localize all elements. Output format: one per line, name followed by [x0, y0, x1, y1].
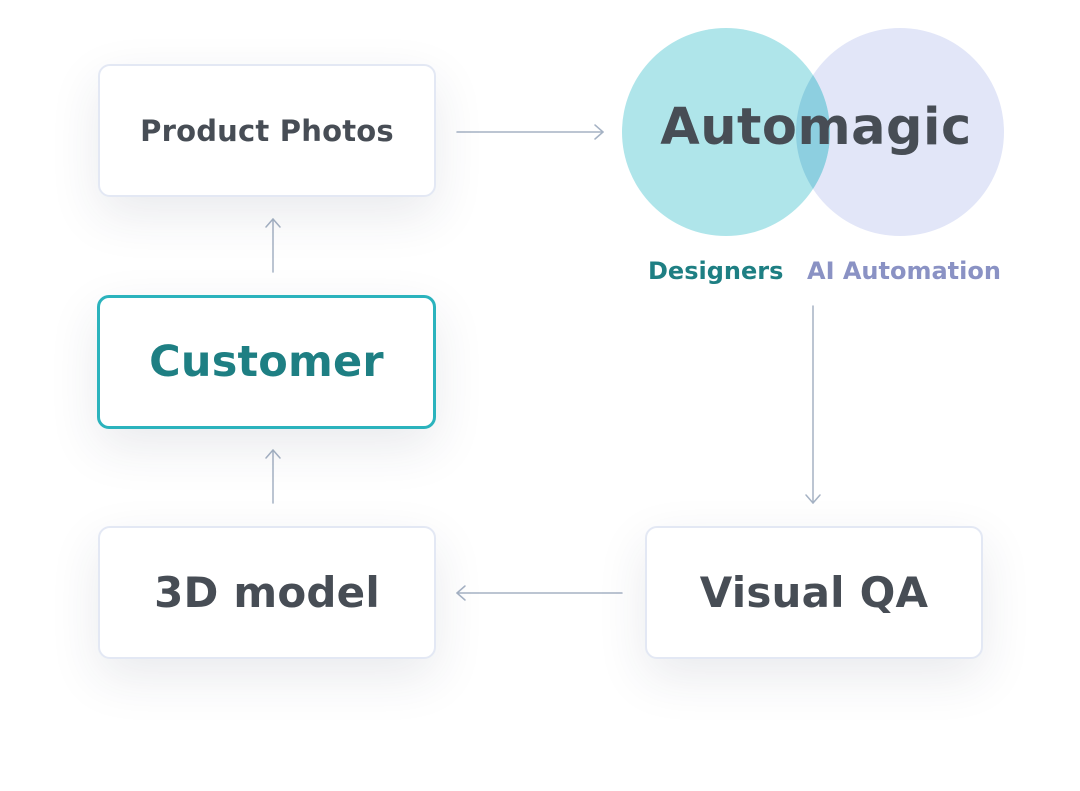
node-customer: Customer	[97, 295, 436, 429]
arrow-automagic-to-visual-qa	[805, 305, 821, 504]
arrow-3d-model-to-customer	[265, 449, 281, 504]
arrow-customer-to-photos	[265, 218, 281, 273]
automagic-title: Automagic	[660, 98, 972, 157]
automagic-venn	[622, 28, 1004, 236]
designers-label: Designers	[648, 257, 784, 285]
node-3d-model-label: 3D model	[154, 568, 380, 617]
arrow-visual-qa-to-3d-model	[456, 585, 623, 601]
node-product-photos: Product Photos	[98, 64, 436, 197]
venn-circle-ai-automation	[796, 28, 1004, 236]
node-3d-model: 3D model	[98, 526, 436, 659]
arrow-photos-to-automagic	[456, 124, 604, 140]
node-visual-qa-label: Visual QA	[699, 568, 929, 617]
node-visual-qa: Visual QA	[645, 526, 983, 659]
node-product-photos-label: Product Photos	[140, 113, 394, 148]
ai-automation-label: AI Automation	[807, 257, 1001, 285]
node-customer-label: Customer	[149, 337, 384, 387]
venn-circle-designers	[622, 28, 830, 236]
